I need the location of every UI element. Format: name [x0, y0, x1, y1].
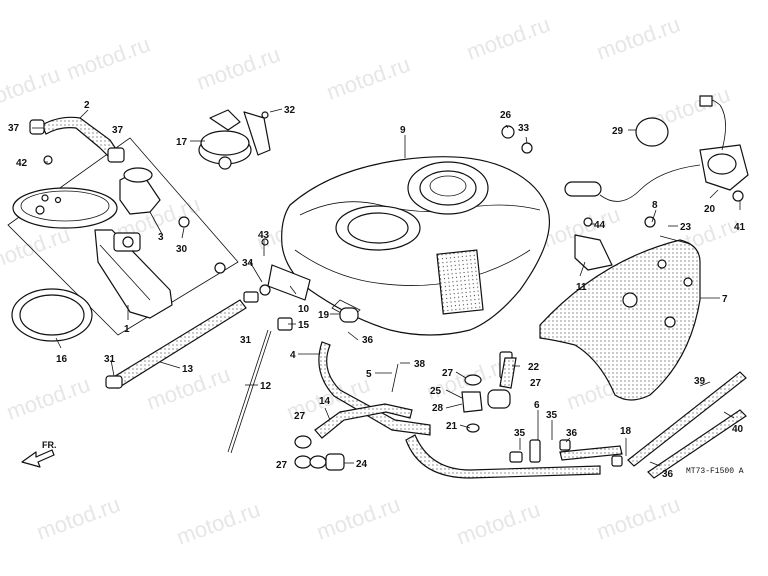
callout-1: 1 [124, 324, 130, 335]
callout-27b: 27 [530, 378, 542, 389]
callout-11: 11 [576, 282, 587, 293]
callout-labels: 1 2 3 4 5 6 7 8 9 10 11 12 13 14 15 16 1… [8, 100, 746, 480]
rod-12 [227, 329, 272, 454]
pump-packing-ring [11, 288, 93, 342]
callout-16: 16 [56, 354, 68, 365]
callout-12: 12 [260, 381, 272, 392]
callout-37: 37 [8, 123, 20, 134]
callout-20: 20 [704, 204, 716, 215]
callout-31b: 31 [240, 335, 252, 346]
callout-32: 32 [284, 105, 296, 116]
drain-hose-long [405, 434, 601, 479]
callout-7: 7 [722, 294, 728, 305]
callout-36b: 36 [566, 428, 578, 439]
callout-37b: 37 [112, 125, 124, 136]
hose-4 [318, 341, 431, 436]
callout-18: 18 [620, 426, 632, 437]
watermark-text: motod.ru [33, 492, 123, 545]
callout-3: 3 [158, 232, 164, 243]
callout-14: 14 [319, 396, 331, 407]
callout-36: 36 [362, 335, 374, 346]
callout-8: 8 [652, 200, 658, 211]
watermark-text: motod.ru [0, 62, 63, 115]
fuel-pump-assembly [7, 137, 239, 336]
fuel-cap-assembly [198, 109, 271, 170]
hose-6 [559, 445, 623, 461]
o-ring-29 [635, 117, 669, 147]
callout-35: 35 [514, 428, 526, 439]
callout-2: 2 [84, 100, 90, 111]
callout-13: 13 [182, 364, 194, 375]
callout-28: 28 [432, 403, 444, 414]
watermark-text: motod.ru [3, 372, 93, 425]
fuel-tank [281, 156, 551, 336]
callout-41: 41 [734, 222, 746, 233]
callout-43: 43 [258, 230, 270, 241]
callout-27d: 27 [276, 460, 288, 471]
watermark-text: motod.ru [313, 492, 403, 545]
callout-26: 26 [500, 110, 512, 121]
watermark-text: motod.ru [463, 12, 553, 65]
callout-5: 5 [366, 369, 372, 380]
callout-9: 9 [400, 125, 406, 136]
fuel-level-sensor [564, 95, 749, 202]
hose-39-40 [627, 371, 747, 479]
callout-6: 6 [534, 400, 540, 411]
front-arrow: FR. [21, 440, 57, 468]
callout-17: 17 [176, 137, 188, 148]
watermark-text: motod.ru [63, 32, 153, 85]
callout-42: 42 [16, 158, 28, 169]
watermark-text: motod.ru [193, 42, 283, 95]
callout-22: 22 [528, 362, 540, 373]
callout-40: 40 [732, 424, 744, 435]
callout-21: 21 [446, 421, 458, 432]
small-fittings [43, 111, 744, 471]
callout-35b: 35 [546, 410, 558, 421]
callout-15: 15 [298, 320, 310, 331]
watermark-text: motod.ru [593, 492, 683, 545]
callout-25: 25 [430, 386, 442, 397]
watermark-text: motod.ru [173, 497, 263, 550]
diagram-code: MT73-F1500 A [686, 467, 744, 476]
watermark-text: motod.ru [323, 52, 413, 105]
callout-36c: 36 [662, 469, 674, 480]
callout-31: 31 [104, 354, 116, 365]
callout-10: 10 [298, 304, 310, 315]
callout-38: 38 [414, 359, 426, 370]
breather-hose-2 [29, 116, 125, 163]
callout-44: 44 [594, 220, 606, 231]
watermark-text: motod.ru [453, 497, 543, 550]
leader-lines [32, 108, 741, 467]
callout-30: 30 [176, 244, 188, 255]
callout-39: 39 [694, 376, 706, 387]
callout-29: 29 [612, 126, 624, 137]
callout-34: 34 [242, 258, 254, 269]
watermark-text: motod.ru [0, 222, 73, 275]
hose-14 [314, 403, 413, 439]
callout-24: 24 [356, 459, 368, 470]
callout-33: 33 [518, 123, 530, 134]
front-marker-label: FR. [42, 440, 57, 450]
callout-27c: 27 [294, 411, 306, 422]
callout-27: 27 [442, 368, 454, 379]
callout-23: 23 [680, 222, 692, 233]
heat-guard [539, 239, 701, 401]
callout-4: 4 [290, 350, 296, 361]
bracket-11 [574, 234, 613, 271]
callout-19: 19 [318, 310, 330, 321]
watermark-text: motod.ru [593, 12, 683, 65]
